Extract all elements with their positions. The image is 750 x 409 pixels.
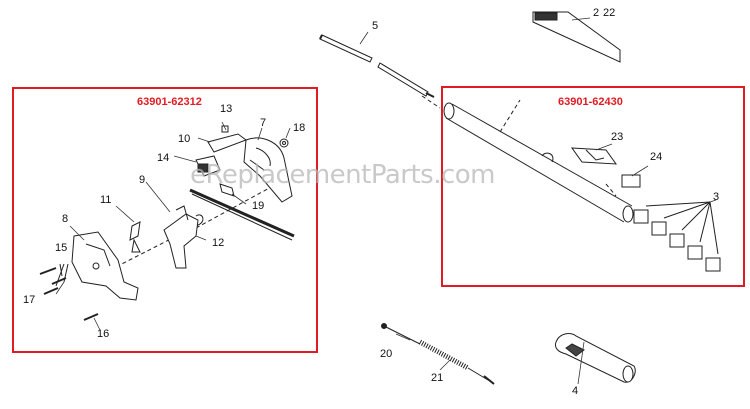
callout-2: 2 [593,7,600,19]
callout-4: 4 [572,385,579,397]
part-5-drive-shaft [319,34,435,98]
kit-box-right [441,86,745,287]
part-11-spring [129,221,141,253]
watermark: eReplacementParts.com [190,160,496,190]
part-9-trigger [163,205,204,269]
part-10-lever [207,125,248,153]
callout-14: 14 [157,152,170,164]
callout-22: 22 [603,7,616,19]
part-15-screws [39,263,69,295]
callout-10: 10 [178,133,191,145]
callout-23: 23 [611,131,624,143]
kit-box-left [12,87,318,353]
callout-24: 24 [650,151,663,163]
callout-13: 13 [220,103,233,115]
part-4-grip [555,333,636,383]
part-main-tube [443,102,634,223]
part-19-rack [189,183,295,241]
callout-5: 5 [372,20,379,32]
part-7-housing [243,137,293,203]
callout-17: 17 [23,294,36,306]
part-22-decal [532,11,621,63]
part-24-label [621,174,641,188]
part-20-21-throttle-cable [381,323,495,385]
callout-3: 3 [713,191,720,203]
callout-12: 12 [212,237,225,249]
kit-label-right: 63901-62430 [558,96,623,108]
callout-21: 21 [431,372,444,384]
callout-7: 7 [260,117,267,129]
callout-20: 20 [380,348,393,360]
callout-9: 9 [139,174,146,186]
callout-15: 15 [55,242,68,254]
kit-label-left: 63901-62312 [137,96,202,108]
part-23-clip [570,147,618,165]
part-16-screw [83,313,99,321]
callout-11: 11 [100,194,112,206]
callout-18: 18 [293,122,306,134]
part-18-nut [279,138,289,148]
callout-8: 8 [62,213,69,225]
callout-16: 16 [97,328,110,340]
part-8-handle-housing [71,231,139,301]
part-14-switch [195,155,221,177]
part-3-dampers [633,201,721,272]
callout-19: 19 [252,200,265,212]
